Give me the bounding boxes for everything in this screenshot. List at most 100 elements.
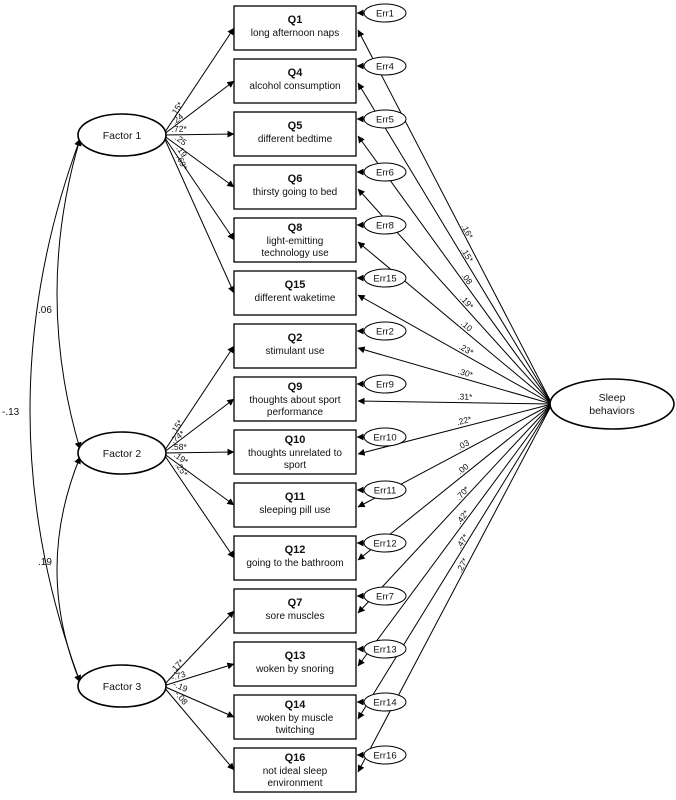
error-term: Err2 <box>356 321 407 341</box>
item-code: Q7 <box>288 597 303 609</box>
item-description: long afternoon naps <box>251 28 339 39</box>
item-description: technology use <box>261 248 329 259</box>
error-label: Err14 <box>373 698 396 709</box>
item-description: sore muscles <box>266 611 325 622</box>
item-box-border <box>233 323 357 369</box>
item-description: environment <box>267 778 322 789</box>
item-description: going to the bathroom <box>246 558 343 569</box>
item-box-q13: Q13 woken by snoring <box>233 641 357 687</box>
factor-loading-label: .72* <box>172 124 188 134</box>
sleep-loading-arrow <box>357 403 553 667</box>
item-code: Q16 <box>285 752 306 764</box>
factor-loading-arrow <box>162 398 235 454</box>
item-box-border <box>233 694 357 740</box>
covariance-arrow <box>56 138 82 450</box>
item-code: Q11 <box>285 491 305 503</box>
factor-loading-label: -.73 <box>170 669 187 683</box>
item-box-border <box>233 429 357 475</box>
sleep-loading-label: .03 <box>456 437 471 452</box>
error-label: Err4 <box>376 62 394 73</box>
item-code: Q14 <box>285 699 307 711</box>
item-box-border <box>233 217 357 263</box>
factor-loading-arrow <box>162 452 235 506</box>
item-code: Q2 <box>288 332 303 344</box>
factor-label: Factor 3 <box>103 681 142 693</box>
item-code: Q13 <box>285 650 306 662</box>
factor-loading-arrow <box>162 130 235 138</box>
error-label: Err10 <box>373 433 396 444</box>
error-label: Err8 <box>376 221 394 232</box>
covariance-label: .06 <box>38 305 52 316</box>
error-term: Err15 <box>356 268 407 288</box>
sleep-ellipse <box>549 378 675 430</box>
error-label: Err13 <box>373 645 396 656</box>
item-code: Q1 <box>288 14 303 26</box>
factor-loading-arrow <box>162 134 235 188</box>
factor-ellipse <box>77 431 167 475</box>
sleep-loading-label: .23* <box>457 341 476 357</box>
item-box-border <box>233 641 357 687</box>
factor-node-f2: Factor 2 <box>77 431 167 475</box>
error-term: Err13 <box>356 639 407 659</box>
error-term: Err14 <box>356 692 407 712</box>
item-box-border <box>233 588 357 634</box>
factor-loading-label: .25* <box>173 460 190 479</box>
factor-loading-arrow <box>162 80 235 136</box>
error-term: Err8 <box>356 215 407 235</box>
item-code: Q10 <box>285 434 306 446</box>
sleep-loading-label: .00 <box>455 461 471 476</box>
item-description: woken by snoring <box>255 664 334 675</box>
item-box-q4: Q4 alcohol consumption <box>233 58 357 104</box>
error-term: Err12 <box>356 533 407 553</box>
item-description: woken by muscle <box>256 713 334 724</box>
item-description: thirsty going to bed <box>253 187 338 198</box>
item-box-border <box>233 376 357 422</box>
item-description: sport <box>284 460 306 471</box>
error-term: Err1 <box>356 3 407 23</box>
factor-ellipse <box>77 664 167 708</box>
error-label: Err15 <box>373 274 396 285</box>
sleep-loading-arrow <box>357 346 553 405</box>
item-box-border <box>233 164 357 210</box>
error-label: Err9 <box>376 380 394 391</box>
item-description: different waketime <box>255 293 336 304</box>
item-description: twitching <box>276 725 315 736</box>
factor-loading-arrow <box>162 685 235 718</box>
factor-loading-label: .69* <box>174 153 190 172</box>
sleep-loading-label: .70* <box>454 484 472 502</box>
sleep-loading-arrow <box>357 397 553 405</box>
item-code: Q4 <box>288 67 304 79</box>
covariance-label: .19 <box>38 557 52 568</box>
item-box-border <box>233 5 357 51</box>
item-description: different bedtime <box>258 134 333 145</box>
sleep-loading-arrow <box>357 403 553 720</box>
error-label: Err12 <box>373 539 396 550</box>
sleep-loading-label: .42* <box>454 508 471 527</box>
factor-loading-arrow <box>162 345 235 454</box>
item-description: stimulant use <box>266 346 325 357</box>
factor-loading-arrow <box>162 452 235 559</box>
error-term: Err6 <box>356 162 407 182</box>
factor-loading-arrow <box>162 685 235 771</box>
factor-loading-arrow <box>162 134 235 294</box>
sleep-loading-arrow <box>357 403 553 614</box>
item-box-q1: Q1 long afternoon naps <box>233 5 357 51</box>
factor-node-f1: Factor 1 <box>77 113 167 157</box>
item-description: thoughts unrelated to <box>248 448 342 459</box>
item-description: alcohol consumption <box>249 81 340 92</box>
error-label: Err1 <box>376 9 394 20</box>
factor-loading-arrow <box>162 610 235 687</box>
item-box-border <box>233 111 357 157</box>
factor-loading-arrow <box>162 134 235 241</box>
item-box-border <box>233 535 357 581</box>
error-label: Err6 <box>376 168 394 179</box>
sleep-loading-label: .31* <box>457 392 473 402</box>
sleep-loading-label: .30* <box>457 366 475 380</box>
item-box-border <box>233 58 357 104</box>
